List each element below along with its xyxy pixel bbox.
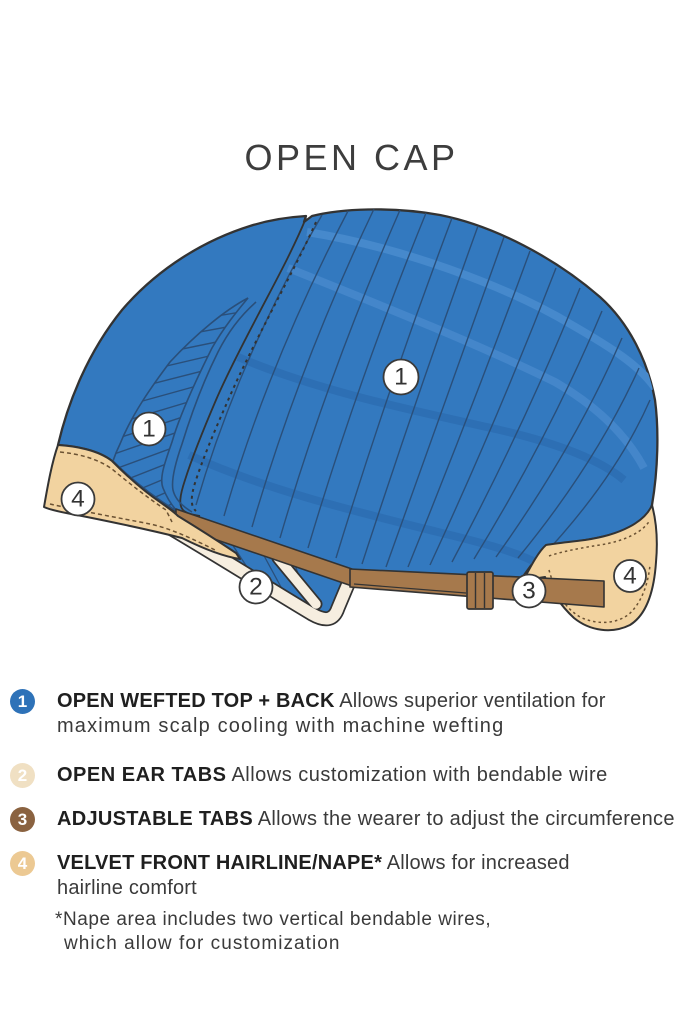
svg-text:1: 1 (142, 416, 156, 443)
svg-text:4: 4 (71, 486, 85, 513)
svg-text:4: 4 (623, 563, 637, 590)
svg-text:3: 3 (522, 578, 536, 605)
svg-text:1: 1 (394, 364, 408, 391)
svg-text:2: 2 (249, 574, 263, 601)
